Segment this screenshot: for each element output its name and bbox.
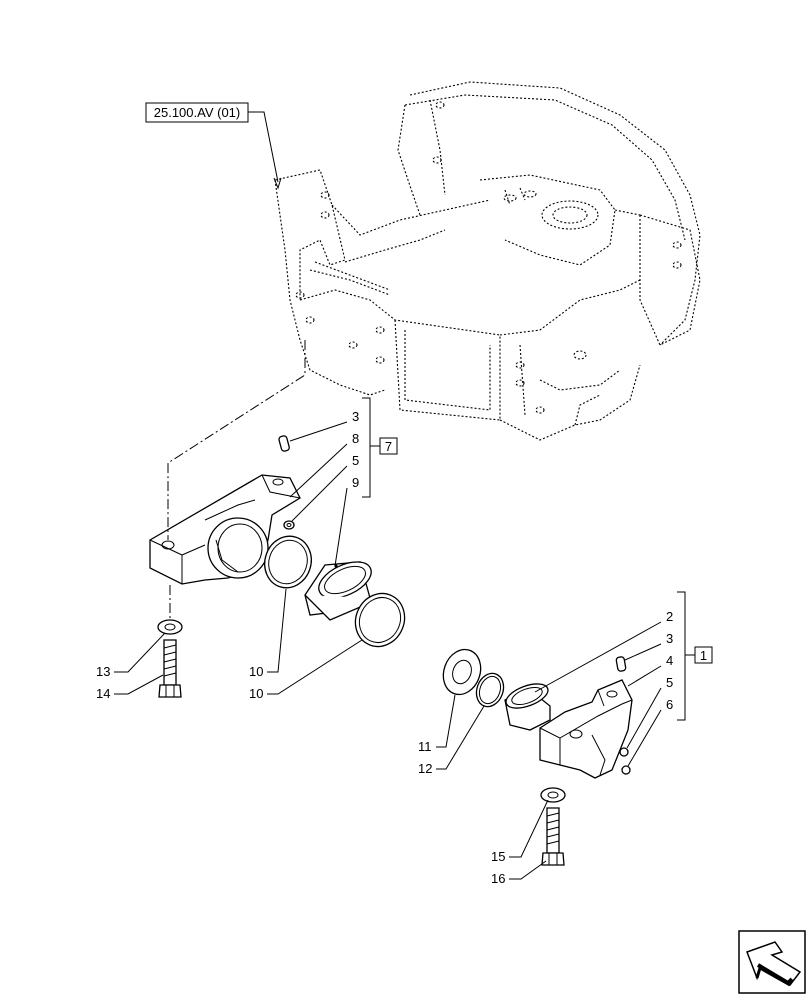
- callout-2: 2: [666, 609, 673, 624]
- callout-8: 8: [352, 431, 359, 446]
- reference-callout[interactable]: 25.100.AV (01): [145, 102, 282, 190]
- callout-14: 14: [96, 686, 110, 701]
- rear-axle-support-bracket: [539, 679, 633, 779]
- kit-1-label: 1: [700, 648, 707, 663]
- callout-9: 9: [352, 475, 359, 490]
- callout-12: 12: [418, 761, 432, 776]
- bushing-9: [304, 561, 372, 621]
- callout-16: 16: [491, 871, 505, 886]
- thrust-washer-11: [442, 648, 482, 696]
- assembly-center-line: [167, 340, 306, 620]
- callout-6: 6: [666, 697, 673, 712]
- washer-13: [157, 619, 183, 635]
- washer-15: [540, 787, 566, 803]
- callout-5-right: 5: [666, 675, 673, 690]
- kit-1-bracket: 1: [677, 591, 713, 721]
- grease-fitting-right-5: [619, 747, 629, 757]
- reference-label: 25.100.AV (01): [154, 105, 240, 120]
- callout-15: 15: [491, 849, 505, 864]
- front-axle-support-bracket: [149, 474, 301, 585]
- callout-5-left: 5: [352, 453, 359, 468]
- callout-11: 11: [418, 739, 432, 754]
- callout-3-left: 3: [352, 409, 359, 424]
- pin-right: [615, 656, 627, 672]
- o-ring-10-upper: [264, 535, 312, 589]
- o-ring-10-lower: [354, 592, 406, 648]
- callout-10-upper: 10: [249, 664, 263, 679]
- axle-housing: [274, 81, 701, 441]
- bolt-16: [541, 807, 565, 866]
- next-page-arrow-icon[interactable]: [738, 930, 806, 994]
- callout-10-lower: 10: [249, 686, 263, 701]
- bushing-2: [504, 683, 551, 731]
- pin-left: [278, 435, 290, 452]
- callout-3-right: 3: [666, 631, 673, 646]
- grease-fitting-right-6: [621, 765, 631, 775]
- callout-4: 4: [666, 653, 673, 668]
- grease-fitting-left: [283, 520, 295, 530]
- kit-7-label: 7: [385, 439, 392, 454]
- bolt-14: [158, 639, 182, 698]
- callout-13: 13: [96, 664, 110, 679]
- o-ring-12: [475, 672, 505, 708]
- kit-7-bracket: 7: [362, 397, 398, 498]
